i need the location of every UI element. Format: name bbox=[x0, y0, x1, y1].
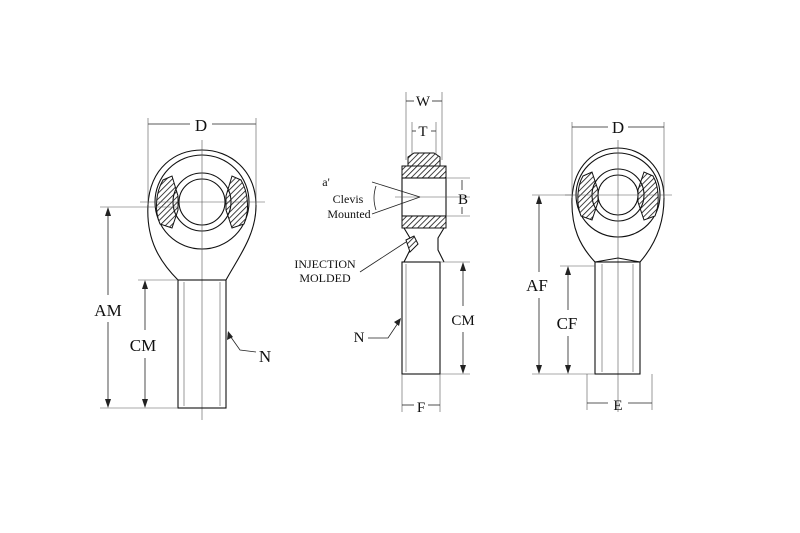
left-n-leader bbox=[227, 332, 257, 353]
mid-n-leader bbox=[368, 319, 401, 339]
mid-label-molded: MOLDED bbox=[299, 271, 351, 285]
left-label-n: N bbox=[259, 347, 271, 366]
mid-ball-top bbox=[407, 152, 441, 167]
mid-cm-arrow-top bbox=[460, 262, 466, 271]
right-cf-arrow-bottom bbox=[565, 365, 571, 374]
left-n-arrow bbox=[227, 331, 233, 340]
mid-label-t: T bbox=[418, 124, 427, 140]
mid-angle-arc bbox=[373, 185, 377, 211]
right-view-female-rod-end: D AF CF E bbox=[526, 118, 672, 414]
mid-shank bbox=[401, 261, 441, 375]
right-label-cf: CF bbox=[557, 314, 578, 333]
mid-label-b: B bbox=[458, 192, 468, 208]
right-af-arrow-top bbox=[536, 195, 542, 204]
left-view-male-rod-end: D AM CM N bbox=[94, 114, 271, 420]
right-label-af: AF bbox=[526, 276, 548, 295]
mid-cm-arrow-bottom bbox=[460, 365, 466, 374]
right-neck bbox=[594, 257, 641, 263]
middle-view-side: W T B a' Clevis Mounted INJECT bbox=[294, 92, 475, 416]
mid-injection-leader bbox=[359, 241, 407, 273]
right-race-hatch-right bbox=[637, 171, 659, 221]
mid-angle-line-2 bbox=[371, 196, 421, 215]
left-cm-arrow-bottom bbox=[142, 399, 148, 408]
mid-label-n: N bbox=[354, 330, 365, 346]
right-label-d: D bbox=[612, 118, 624, 137]
mid-injection-mark bbox=[405, 235, 419, 253]
right-cf-arrow-top bbox=[565, 266, 571, 275]
mid-label-clevis: Clevis bbox=[333, 192, 364, 206]
mid-race-bottom bbox=[401, 215, 447, 229]
right-race-hatch-left bbox=[577, 171, 599, 221]
right-af-arrow-bottom bbox=[536, 365, 542, 374]
mid-race-top bbox=[401, 165, 447, 179]
left-label-cm: CM bbox=[130, 336, 156, 355]
mid-label-a: a' bbox=[322, 175, 330, 189]
mid-label-f: F bbox=[417, 400, 425, 416]
mid-label-mounted: Mounted bbox=[327, 207, 370, 221]
right-body bbox=[594, 261, 641, 375]
left-am-arrow-bottom bbox=[105, 399, 111, 408]
right-label-e: E bbox=[613, 398, 622, 414]
left-cm-arrow-top bbox=[142, 280, 148, 289]
mid-label-cm: CM bbox=[451, 313, 474, 329]
mid-angle-line-1 bbox=[371, 181, 421, 198]
left-shank bbox=[177, 279, 227, 409]
left-am-arrow-top bbox=[105, 207, 111, 216]
left-label-d: D bbox=[195, 116, 207, 135]
mid-label-w: W bbox=[416, 94, 431, 110]
mid-n-arrow bbox=[394, 318, 401, 326]
left-d-gap bbox=[190, 114, 212, 134]
left-label-am: AM bbox=[94, 301, 121, 320]
mid-label-injection: INJECTION bbox=[294, 257, 356, 271]
